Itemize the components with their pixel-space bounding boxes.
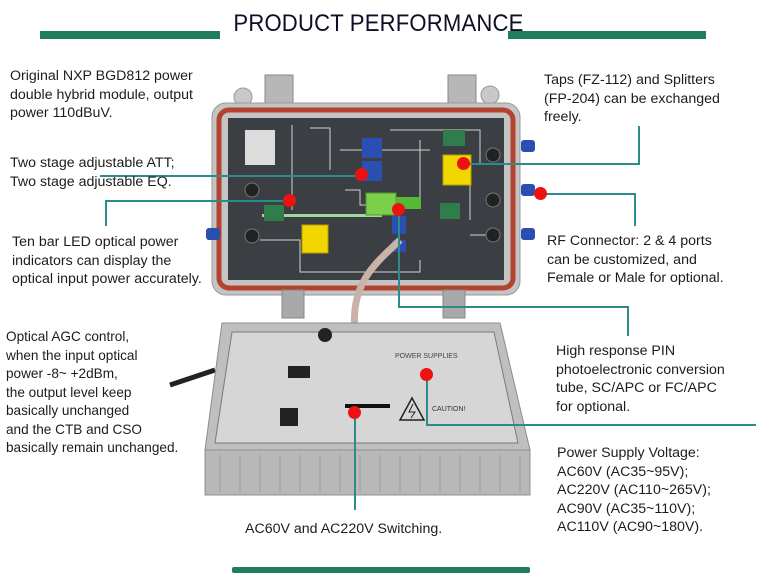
rf-connector <box>206 228 220 240</box>
callout-line-taps <box>463 163 640 165</box>
warning-icon <box>398 396 426 421</box>
fuse-cap <box>318 328 332 342</box>
rf-connector <box>521 184 535 196</box>
callout-line-rf <box>540 193 636 195</box>
output-port <box>485 227 501 243</box>
caution-label: CAUTION! <box>432 406 466 413</box>
callout-line-led-v <box>105 200 107 226</box>
marker-switch <box>348 406 361 419</box>
callout-line-switch-v <box>354 412 356 510</box>
annotation-att-eq: Two stage adjustable ATT; Two stage adju… <box>10 155 175 190</box>
annotation-bgd812: Original NXP BGD812 power double hybrid … <box>10 68 193 121</box>
power-supplies-label: POWER SUPPLIES <box>395 353 458 360</box>
optical-receiver <box>245 130 275 165</box>
callout-line-pin <box>398 306 628 308</box>
hinge-left <box>281 289 305 319</box>
hinge-left <box>264 74 294 106</box>
led-bar-row <box>262 214 382 217</box>
callout-line-taps-v <box>638 126 640 165</box>
callout-line-led <box>105 200 290 202</box>
output-port <box>244 228 260 244</box>
hinge-right <box>442 289 466 319</box>
callout-line-att <box>100 175 362 177</box>
power-board <box>443 130 465 146</box>
marker-led <box>283 194 296 207</box>
att-module <box>362 138 382 158</box>
annotation-power-supply: Power Supply Voltage: AC60V (AC35~95V); … <box>557 445 711 535</box>
marker-power <box>420 368 433 381</box>
annotation-switching: AC60V and AC220V Switching. <box>245 521 443 537</box>
power-board <box>440 203 460 219</box>
indicator-window <box>280 408 298 426</box>
footer-bar <box>232 567 530 573</box>
callout-line-pin-v1 <box>398 210 400 308</box>
power-cable <box>169 367 216 388</box>
callout-line-pin-v2 <box>627 306 629 336</box>
annotation-pin: High response PIN photoelectronic conver… <box>556 343 725 415</box>
callout-line-rf-v <box>634 193 636 226</box>
heatsink-fins <box>204 449 531 496</box>
annotation-agc: Optical AGC control, when the input opti… <box>6 329 179 455</box>
fin-lines <box>219 455 521 492</box>
output-port <box>485 192 501 208</box>
marker-pin <box>392 203 405 216</box>
gasket <box>216 107 516 291</box>
annotation-taps: Taps (FZ-112) and Splitters (FP-204) can… <box>544 72 720 125</box>
voltage-switch-slot <box>345 404 390 408</box>
header-bar-left <box>40 31 220 39</box>
marker-taps <box>457 157 470 170</box>
ribbon-cable <box>350 237 403 331</box>
callout-line-power <box>426 424 756 426</box>
header-bar-right <box>508 31 706 39</box>
annotation-rf: RF Connector: 2 & 4 ports can be customi… <box>547 233 724 286</box>
rf-connector <box>521 228 535 240</box>
mount-ear <box>480 85 500 105</box>
indicator-window <box>288 366 310 378</box>
callout-line-power-v <box>426 375 428 425</box>
power-panel <box>214 331 519 444</box>
marker-rf <box>534 187 547 200</box>
output-port <box>485 147 501 163</box>
output-port <box>244 182 260 198</box>
annotation-led: Ten bar LED optical power indicators can… <box>12 234 202 287</box>
hinge-right <box>447 74 477 106</box>
marker-att <box>355 168 368 181</box>
power-board <box>264 205 284 221</box>
page-title: PRODUCT PERFORMANCE <box>233 10 524 37</box>
rf-connector <box>521 140 535 152</box>
tap-module <box>301 224 329 254</box>
